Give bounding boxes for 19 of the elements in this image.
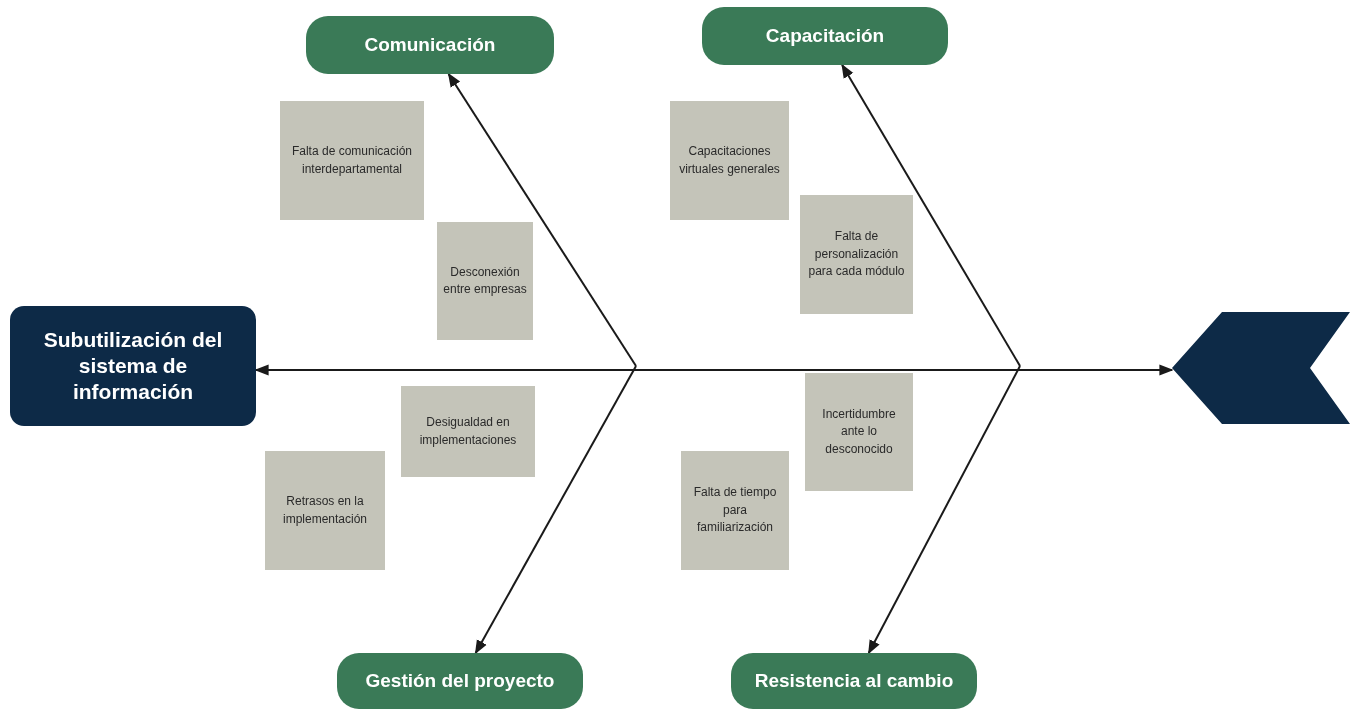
cause-note: Retrasos en la implementación	[265, 451, 385, 570]
bone-arrow	[867, 365, 1021, 655]
category-box: Gestión del proyecto	[337, 653, 583, 709]
cause-note: Capacitaciones virtuales generales	[670, 101, 789, 220]
bone-arrow	[474, 365, 637, 655]
cause-note: Desconexión entre empresas	[437, 222, 533, 340]
cause-note: Falta de tiempo para familiarización	[681, 451, 789, 570]
category-box: Capacitación	[702, 7, 948, 65]
problem-box: Subutilización del sistema de información	[10, 306, 256, 426]
chevron-shape	[1172, 312, 1350, 424]
category-box: Resistencia al cambio	[731, 653, 977, 709]
cause-note: Falta de comunicación interdepartamental	[280, 101, 424, 220]
cause-note: Falta de personalización para cada módulo	[800, 195, 913, 314]
spine-arrow	[254, 364, 1174, 376]
bone-arrow	[447, 72, 637, 367]
category-box: Comunicación	[306, 16, 554, 74]
bone-arrow	[841, 63, 1021, 367]
cause-note: Desigualdad en implementaciones	[401, 386, 535, 477]
cause-note: Incertidumbre ante lo desconocido	[805, 373, 913, 491]
